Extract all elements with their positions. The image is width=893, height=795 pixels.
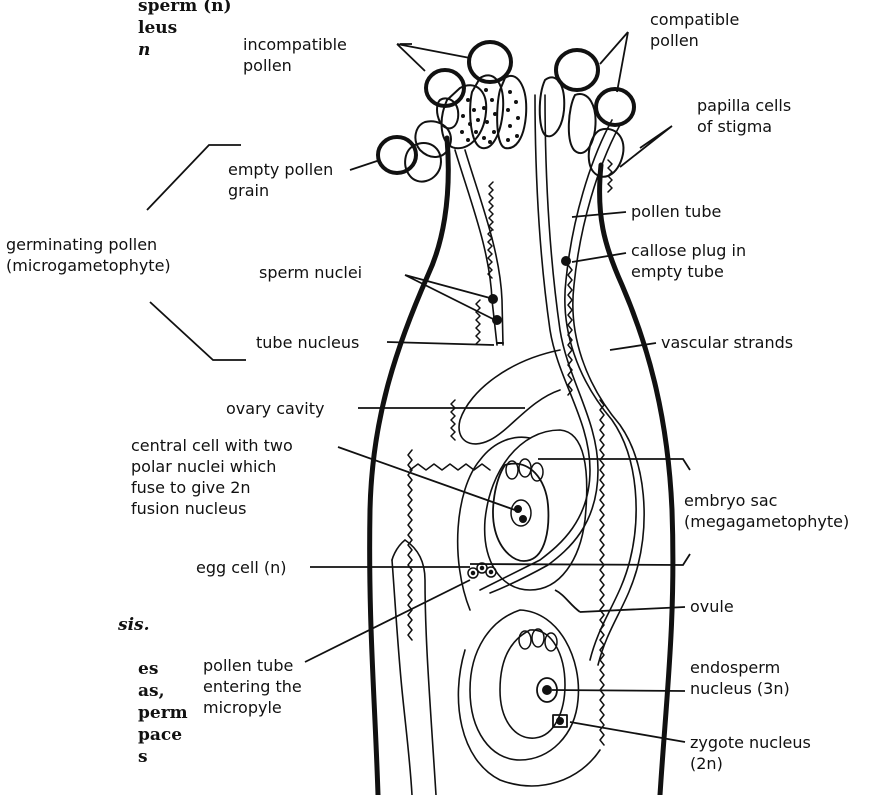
side-text-line: es — [138, 658, 188, 680]
callose-plug — [562, 257, 570, 265]
label-ovule: ovule — [690, 596, 734, 617]
label-line: (2n) — [690, 753, 811, 774]
label-line: callose plug in — [631, 240, 746, 261]
side-text-top: sperm (n) leus n — [138, 0, 232, 61]
label-egg-cell: egg cell (n) — [196, 557, 286, 578]
label-line: central cell with two — [131, 435, 293, 456]
label-line: ovary cavity — [226, 398, 324, 419]
label-line: entering the — [203, 676, 302, 697]
side-text-line: sis. — [118, 614, 150, 636]
side-text-line: as, — [138, 680, 188, 702]
label-line: (microgametophyte) — [6, 255, 171, 276]
label-sperm-nuclei: sperm nuclei — [259, 262, 362, 283]
label-callose-plug: callose plug in empty tube — [631, 240, 746, 282]
leader-endosperm — [552, 690, 685, 691]
label-ovary-cavity: ovary cavity — [226, 398, 324, 419]
label-empty-pollen-grain: empty pollen grain — [228, 159, 333, 201]
incompatible-papilla-3 — [497, 76, 526, 148]
style-fold-left-2 — [392, 540, 436, 795]
label-line: endosperm — [690, 657, 790, 678]
label-line: empty pollen — [228, 159, 333, 180]
label-line: zygote nucleus — [690, 732, 811, 753]
side-text-line: s — [138, 746, 188, 768]
label-line: of stigma — [697, 116, 791, 137]
label-embryo-sac: embryo sac (megagametophyte) — [684, 490, 849, 532]
compatible-pollen-grain-2 — [596, 89, 634, 125]
label-line: egg cell (n) — [196, 557, 286, 578]
side-text-bottom: sis. — [118, 614, 150, 636]
pollen-tube-long-2 — [490, 95, 598, 593]
label-endosperm-nucleus: endosperm nucleus (3n) — [690, 657, 790, 699]
label-pollen-tube-entering: pollen tube entering the micropyle — [203, 655, 302, 718]
empty-pollen-papilla — [405, 143, 441, 182]
embryo-sac-1 — [493, 464, 548, 561]
label-pollen-tube: pollen tube — [631, 201, 721, 222]
side-text-line: pace — [138, 724, 188, 746]
label-line: pollen tube — [203, 655, 302, 676]
leader-compatible — [600, 32, 628, 92]
side-text-line: perm — [138, 702, 188, 724]
label-line: tube nucleus — [256, 332, 359, 353]
sperm-nucleus-1 — [489, 295, 497, 303]
label-germinating-pollen: germinating pollen (microgametophyte) — [6, 234, 171, 276]
leader-vascular — [610, 343, 656, 350]
label-line: sperm nuclei — [259, 262, 362, 283]
compatible-pollen-grain-1 — [556, 50, 598, 90]
label-incompatible-pollen: incompatible pollen — [243, 34, 347, 76]
label-line: fusion nucleus — [131, 498, 293, 519]
label-line: embryo sac — [684, 490, 849, 511]
antipodal-cells — [506, 459, 543, 481]
incompatible-pollen-grain-1 — [426, 70, 464, 106]
sperm-nucleus-2 — [493, 316, 501, 324]
label-papilla-cells: papilla cells of stigma — [697, 95, 791, 137]
label-line: nucleus (3n) — [690, 678, 790, 699]
empty-pollen-grain — [378, 137, 416, 173]
label-line: polar nuclei which — [131, 456, 293, 477]
label-vascular-strands: vascular strands — [661, 332, 793, 353]
side-text-line: leus — [138, 17, 232, 39]
compatible-papilla-2 — [569, 94, 596, 153]
ovule-2-curve — [458, 650, 600, 786]
leader-empty-pollen — [350, 160, 380, 170]
label-line: fuse to give 2n — [131, 477, 293, 498]
leader-ovule — [555, 590, 685, 612]
compatible-papilla-1 — [540, 77, 564, 136]
label-line: empty tube — [631, 261, 746, 282]
label-line: vascular strands — [661, 332, 793, 353]
side-text-line: n — [138, 39, 232, 61]
leader-callose — [572, 253, 626, 262]
label-line: micropyle — [203, 697, 302, 718]
side-text-bottom-2: es as, perm pace s — [138, 658, 188, 768]
leader-pollen-tube-entering — [305, 580, 470, 662]
leader-papilla — [620, 126, 672, 167]
septum-zigzag — [410, 464, 490, 470]
ovule-1-outline — [485, 430, 587, 590]
label-line: ovule — [690, 596, 734, 617]
label-line: incompatible — [243, 34, 347, 55]
ovary-cavity-outline — [459, 350, 560, 444]
label-line: pollen — [243, 55, 347, 76]
label-compatible-pollen: compatible pollen — [650, 9, 739, 51]
side-text-line: sperm (n) — [138, 0, 232, 17]
papilla-lower-2 — [437, 98, 458, 128]
label-line: pollen — [650, 30, 739, 51]
label-line: (megagametophyte) — [684, 511, 849, 532]
label-central-cell: central cell with two polar nuclei which… — [131, 435, 293, 519]
label-line: germinating pollen — [6, 234, 171, 255]
leader-central-cell — [338, 447, 515, 510]
leader-zygote — [570, 722, 685, 742]
leader-incompatible — [397, 44, 470, 71]
label-tube-nucleus: tube nucleus — [256, 332, 359, 353]
label-line: grain — [228, 180, 333, 201]
label-line: papilla cells — [697, 95, 791, 116]
label-line: pollen tube — [631, 201, 721, 222]
label-line: compatible — [650, 9, 739, 30]
label-zygote-nucleus: zygote nucleus (2n) — [690, 732, 811, 774]
